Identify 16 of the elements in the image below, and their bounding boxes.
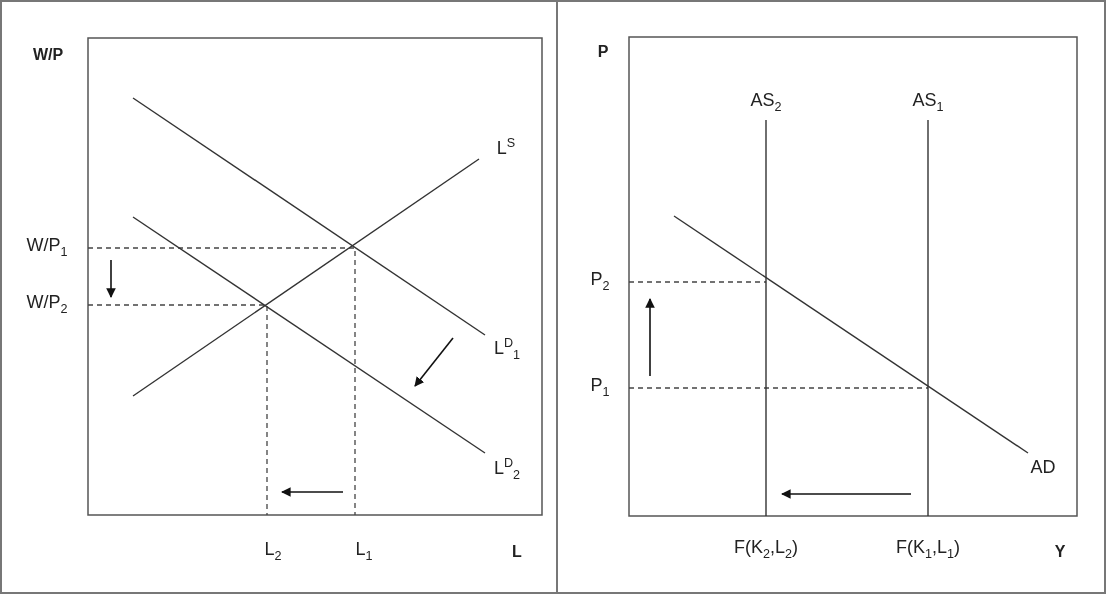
tick-label: P$_{1}$ — [590, 376, 610, 400]
tick-label: W/P$_{1}$ — [26, 236, 68, 260]
axis-label: P — [597, 43, 609, 61]
curve-label: L$^{S}$ — [496, 137, 516, 159]
curve-label: AS$_{2}$ — [750, 91, 782, 115]
axis-label: W/P — [32, 46, 64, 64]
curve-label: AD — [1030, 458, 1056, 478]
tick-label: W/P$_{2}$ — [26, 293, 68, 317]
tick-label: F(K$_{2}$,L$_{2}$) — [734, 538, 798, 562]
axis-label: L — [512, 543, 522, 561]
tick-label: F(K$_{1}$,L$_{1}$) — [896, 538, 960, 562]
axis-label: Y — [1054, 543, 1066, 561]
tick-label: L$_{1}$ — [355, 540, 373, 564]
tick-label: L$_{2}$ — [264, 540, 282, 564]
tick-label: P$_{2}$ — [590, 270, 610, 294]
curve-label: AS$_{1}$ — [912, 91, 944, 115]
